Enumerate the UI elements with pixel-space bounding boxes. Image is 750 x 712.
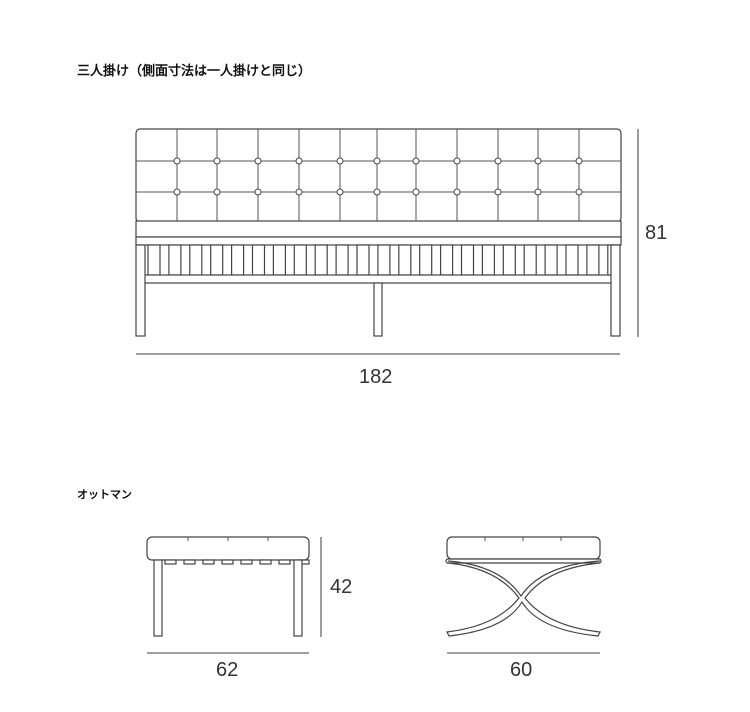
sofa-strap (565, 244, 579, 276)
sofa-strap (314, 244, 328, 276)
sofa-seat-cushion (135, 220, 622, 238)
sofa-strap (231, 244, 245, 276)
tuft-button (213, 188, 221, 196)
tuft-button (254, 157, 262, 165)
tuft-button (336, 157, 344, 165)
tuft-button (173, 188, 181, 196)
sofa-straps (147, 244, 621, 276)
sofa-strap (356, 244, 370, 276)
sofa-strap (272, 244, 286, 276)
ottoman-leg-right (293, 559, 303, 637)
ottoman-side-width-label: 60 (510, 659, 533, 681)
three-seat-sofa-drawing (135, 128, 639, 355)
tuft-button (534, 157, 542, 165)
sofa-bottom-rail (142, 274, 614, 284)
sofa-leg-left (135, 244, 146, 337)
sofa-strap (440, 244, 454, 276)
sofa-strap (210, 244, 224, 276)
ottoman-front-drawing (146, 536, 322, 654)
sofa-strap (189, 244, 203, 276)
x-frame-legs (446, 560, 601, 637)
sofa-strap (544, 244, 558, 276)
sofa-strap (147, 244, 161, 276)
ottoman-section-title: オットマン (77, 488, 132, 501)
ottoman-strap (221, 559, 234, 565)
ottoman-strap (183, 559, 196, 565)
sofa-strap (460, 244, 475, 276)
tuft-button (412, 157, 420, 165)
tuft-button (494, 188, 502, 196)
tuft-button (575, 188, 583, 196)
sofa-width-label: 182 (359, 366, 393, 388)
ottoman-height-label: 42 (330, 576, 353, 598)
ottoman-strap (259, 559, 272, 565)
tuft-button (295, 188, 303, 196)
ottoman-strap (278, 559, 291, 565)
sofa-strap (586, 244, 600, 276)
ottoman-leg-left (153, 559, 163, 637)
ottoman-strap (240, 559, 253, 565)
tuft-button (336, 188, 344, 196)
ottoman-strap (202, 559, 215, 565)
ottoman-front-width-label: 62 (216, 659, 239, 681)
sofa-strap (251, 244, 266, 276)
tuft-button (412, 188, 420, 196)
sofa-leg-right (610, 244, 621, 337)
sofa-strap (377, 244, 391, 276)
tuft-button (373, 188, 381, 196)
sofa-backrest (135, 128, 622, 223)
tuft-button (453, 157, 461, 165)
ottoman-strap (164, 559, 177, 565)
sofa-section-title: 三人掛け（側面寸法は一人掛けと同じ） (77, 64, 312, 79)
tuft-button (254, 188, 262, 196)
ottoman-straps (164, 559, 310, 565)
tuft-button (453, 188, 461, 196)
sofa-strap (335, 244, 349, 276)
sofa-strap (168, 244, 182, 276)
tuft-button (173, 157, 181, 165)
sofa-strap (502, 244, 516, 276)
tuft-button (213, 157, 221, 165)
tuft-button (534, 188, 542, 196)
sofa-frame-rail (135, 236, 622, 246)
sofa-strap (419, 244, 433, 276)
sofa-strap (523, 244, 537, 276)
ottoman-side-drawing (445, 536, 602, 654)
sofa-strap (398, 244, 412, 276)
sofa-strap (293, 244, 307, 276)
tuft-button (575, 157, 583, 165)
sofa-strap (481, 244, 495, 276)
sofa-leg-center (373, 282, 383, 337)
tuft-button (373, 157, 381, 165)
sofa-tufting-grid (136, 129, 621, 221)
sofa-height-label: 81 (645, 222, 668, 244)
tuft-button (295, 157, 303, 165)
tuft-button (494, 157, 502, 165)
